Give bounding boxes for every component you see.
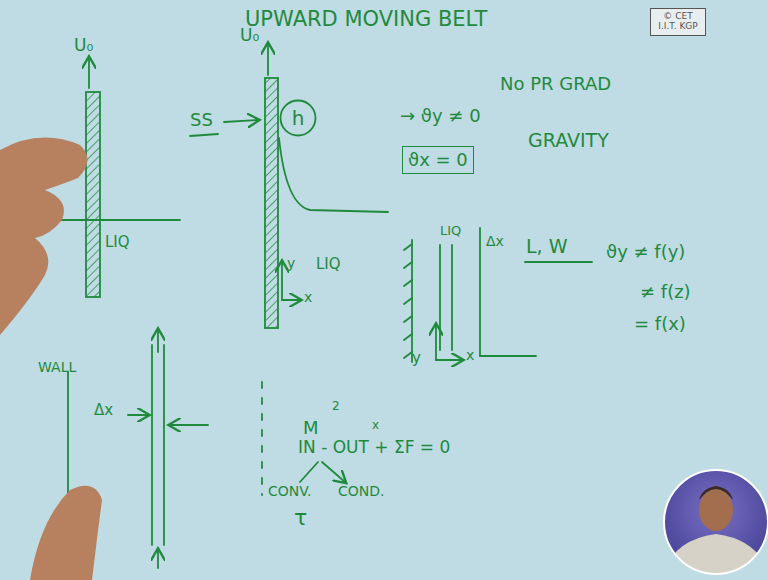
liquid-label: LIQ: [105, 234, 130, 251]
thickness-label: Δx: [486, 234, 504, 249]
subscript: x: [372, 419, 379, 432]
logo-box: © CET I.I.T. KGP: [650, 8, 706, 36]
node-text: h: [292, 107, 305, 129]
board-title: UPWARD MOVING BELT: [245, 8, 487, 31]
node-text: © CET I.I.T. KGP: [656, 12, 700, 32]
thickness-label: Δx: [94, 402, 113, 419]
liquid-label: LIQ: [316, 256, 341, 273]
note: L, W: [526, 236, 567, 257]
superscript: 2: [332, 400, 340, 413]
branch-label: COND.: [338, 484, 385, 499]
note: ≠ f(z): [640, 282, 691, 302]
axis-label: x: [466, 348, 474, 363]
axis-label: y: [412, 350, 421, 367]
note: No PR GRAD: [500, 74, 611, 94]
velocity-label: U₀: [74, 36, 93, 55]
note: = f(x): [634, 314, 686, 334]
height-circle: h: [279, 99, 317, 137]
steady-state-label: SS: [190, 110, 213, 130]
wall-label: WALL: [38, 360, 76, 375]
branch-label: CONV.: [268, 484, 312, 499]
note: ϑy ≠ f(y): [606, 242, 685, 262]
liquid-label: LIQ: [440, 224, 461, 238]
stress-symbol: τ: [294, 506, 307, 530]
velocity-label: U₀: [240, 26, 259, 45]
axis-label: y: [287, 256, 295, 271]
balance-label: M: [303, 418, 319, 438]
boxed-condition: ϑx = 0: [402, 146, 474, 174]
axis-label: x: [304, 290, 312, 305]
balance-equation: IN - OUT + ΣF = 0: [298, 438, 450, 457]
node-text: ϑx = 0: [408, 150, 468, 170]
note: → ϑy ≠ 0: [400, 106, 481, 126]
note: GRAVITY: [528, 130, 609, 151]
